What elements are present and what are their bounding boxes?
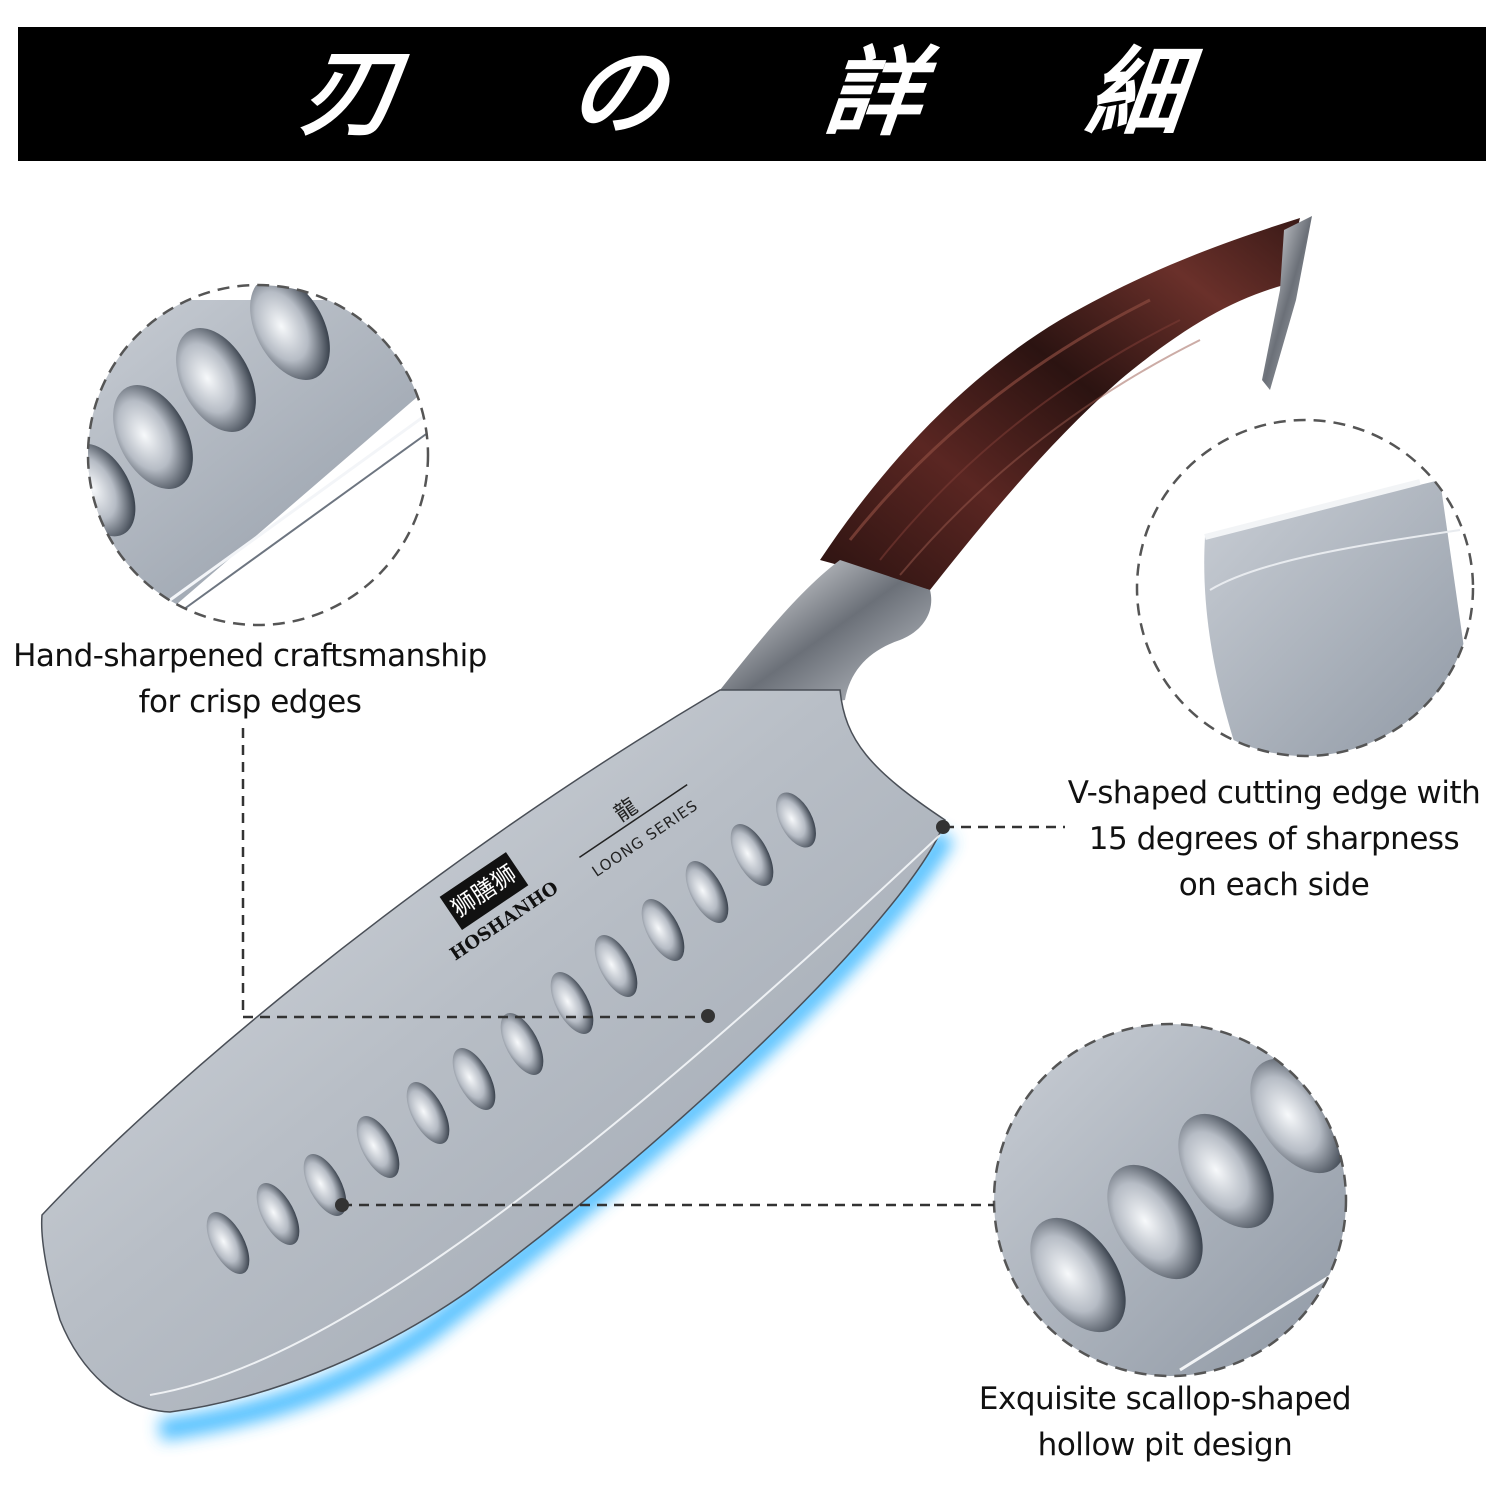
callout-line: on each side: [1178, 867, 1370, 903]
blade-hollows: [206, 792, 816, 1274]
callout-line: Hand-sharpened craftsmanship: [13, 638, 487, 674]
leader-line-hollows: [335, 1198, 994, 1212]
callout-line: for crisp edges: [138, 684, 362, 720]
callout-v-edge: V-shaped cutting edge with 15 degrees of…: [1052, 770, 1496, 908]
knife-bolster: [720, 560, 932, 710]
callout-scallop-hollow: Exquisite scallop-shaped hollow pit desi…: [960, 1376, 1370, 1468]
callout-line: 15 degrees of sharpness: [1088, 821, 1460, 857]
detail-circle-v-edge: [1135, 418, 1475, 758]
detail-circle-edge-closeup: [86, 283, 430, 627]
leader-line-hand-sharpened: [241, 728, 715, 1023]
title-banner: 刃 の 詳 細: [18, 27, 1486, 161]
knife-handle: [820, 216, 1312, 590]
leader-line-v-edge: [936, 820, 1065, 834]
callout-hand-sharpened: Hand-sharpened craftsmanship for crisp e…: [0, 633, 500, 725]
callout-line: hollow pit design: [1037, 1427, 1293, 1463]
callout-line: V-shaped cutting edge with: [1067, 775, 1481, 811]
detail-circle-hollows: [992, 1022, 1348, 1378]
callout-line: Exquisite scallop-shaped: [978, 1381, 1352, 1417]
edge-glow: [158, 829, 955, 1441]
knife-blade: [40, 689, 946, 1413]
